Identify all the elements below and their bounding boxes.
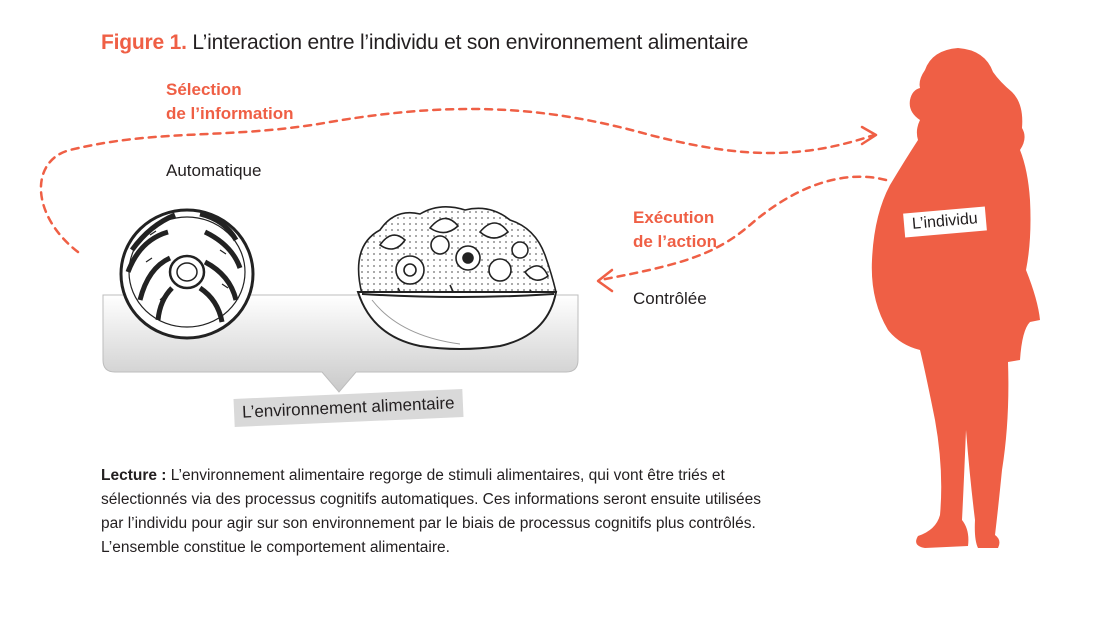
figure-title-text: L’interaction entre l’individu et son en… bbox=[192, 31, 749, 54]
person-silhouette bbox=[871, 48, 1040, 548]
execution-label: Exécution de l’action bbox=[633, 206, 717, 254]
selection-label-line1: Sélection bbox=[166, 80, 242, 99]
execution-label-line1: Exécution bbox=[633, 208, 715, 227]
salad-bowl-illustration bbox=[356, 206, 558, 350]
selection-label-line2: de l’information bbox=[166, 104, 294, 123]
lecture-key: Lecture : bbox=[101, 467, 167, 484]
donut-illustration bbox=[119, 208, 255, 340]
automatique-label: Automatique bbox=[166, 161, 262, 180]
figure-number: Figure 1. bbox=[101, 31, 187, 54]
selection-label: Sélection de l’information bbox=[166, 78, 294, 126]
selection-arrow bbox=[39, 107, 876, 254]
execution-arrowhead bbox=[596, 268, 614, 293]
selection-arrowhead bbox=[860, 125, 878, 146]
execution-label-line2: de l’action bbox=[633, 232, 718, 251]
lecture-text: L’environnement alimentaire regorge de s… bbox=[101, 467, 761, 556]
execution-arrow bbox=[598, 175, 888, 282]
lecture-caption: Lecture : L’environnement alimentaire re… bbox=[101, 464, 761, 560]
figure-title: Figure 1. L’interaction entre l’individu… bbox=[101, 31, 748, 55]
controlee-label: Contrôlée bbox=[633, 289, 707, 308]
